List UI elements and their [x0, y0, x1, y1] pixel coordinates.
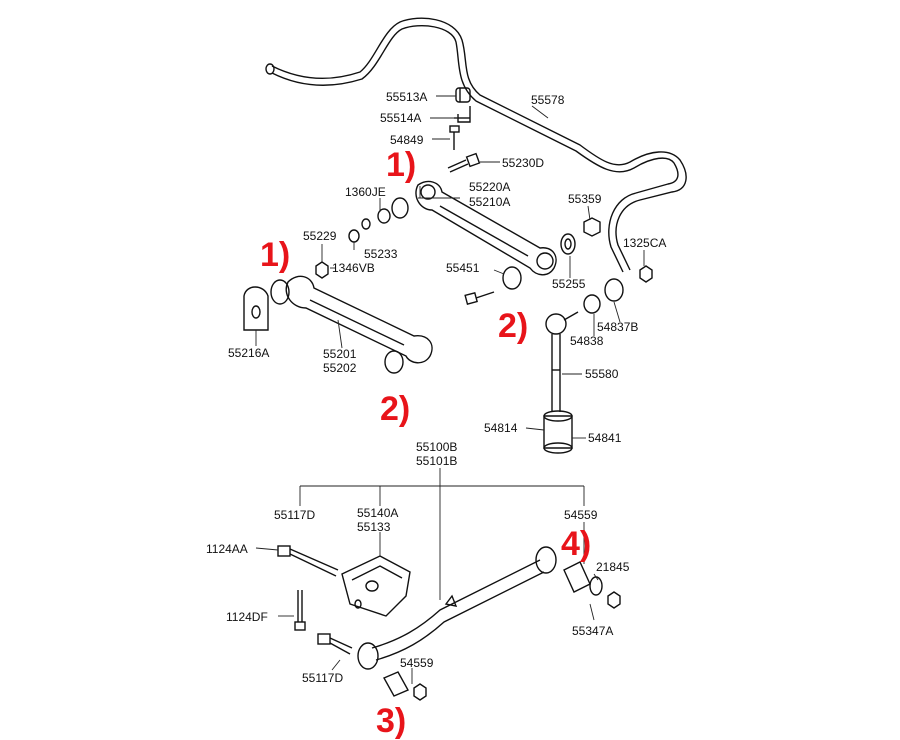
bolt-1124df [294, 590, 306, 631]
stabilizer-bar [265, 17, 687, 273]
bolt-54849 [449, 125, 460, 150]
label-55201: 55201 [323, 347, 357, 361]
bushing-1360je [361, 197, 409, 230]
bushing-55202 [384, 350, 404, 374]
nut-55229 [315, 261, 329, 279]
bushing-55451 [464, 266, 522, 305]
trailing-arm-55100b [357, 546, 557, 670]
label-55220a: 55220A [469, 180, 510, 194]
bushing-54837b [604, 278, 624, 302]
nut-55359 [583, 217, 601, 237]
label-55578: 55578 [531, 93, 565, 107]
label-55451: 55451 [446, 261, 480, 275]
callout-4: 4) [561, 525, 591, 563]
bushing-54841 [543, 400, 573, 454]
part-labels: 55513A 55578 55514A 54849 55230D 1360JE … [206, 90, 666, 685]
bushing-54838 [583, 294, 601, 314]
label-55140a: 55140A [357, 506, 398, 520]
label-1124df: 1124DF [226, 610, 268, 624]
bushing-55513a [455, 87, 471, 103]
label-54559-top: 54559 [564, 508, 598, 522]
label-1360je: 1360JE [345, 185, 386, 199]
label-55255: 55255 [552, 277, 586, 291]
label-55117d-bottom: 55117D [302, 671, 343, 685]
label-55233: 55233 [364, 247, 398, 261]
bolt-55230d [447, 152, 481, 173]
label-21845: 21845 [596, 560, 630, 574]
label-55202: 55202 [323, 361, 357, 375]
label-55100b: 55100B [416, 440, 457, 454]
bracket-55514a [454, 106, 471, 123]
label-54841: 54841 [588, 431, 622, 445]
bolt-55117d [317, 633, 353, 655]
callout-1-lower-arm: 1) [260, 236, 290, 274]
label-55229: 55229 [303, 229, 337, 243]
callout-3: 3) [376, 702, 406, 740]
callout-2-right: 2) [498, 307, 528, 345]
label-1124aa: 1124AA [206, 542, 248, 556]
lower-arm-55201 [270, 275, 433, 364]
label-55580: 55580 [585, 367, 619, 381]
label-55513a: 55513A [386, 90, 427, 104]
washer-55233 [348, 229, 360, 243]
label-54838: 54838 [570, 334, 604, 348]
label-55210a: 55210A [469, 195, 510, 209]
label-1346vb: 1346VB [332, 261, 375, 275]
label-55133: 55133 [357, 520, 391, 534]
label-54814: 54814 [484, 421, 518, 435]
bushing-54559-lower [383, 671, 427, 701]
label-55514a: 55514A [380, 111, 421, 125]
bracket-55140a [341, 555, 411, 617]
bracket-55216a [243, 286, 269, 331]
label-55359: 55359 [568, 192, 602, 206]
callouts: 1) 1) 2) 2) 4) 3) [260, 146, 591, 740]
label-54559-bottom: 54559 [400, 656, 434, 670]
label-55347a: 55347A [572, 624, 613, 638]
callout-2-left: 2) [380, 390, 410, 428]
label-55101b: 55101B [416, 454, 457, 468]
label-54837b: 54837B [597, 320, 638, 334]
stabilizer-link-55580 [545, 311, 579, 400]
upper-arm-55220a [415, 180, 557, 276]
label-55230d: 55230D [502, 156, 544, 170]
label-55216a: 55216A [228, 346, 269, 360]
callout-1-upper-arm: 1) [386, 146, 416, 184]
bolt-1124aa [277, 545, 339, 577]
label-55117d-top: 55117D [274, 508, 315, 522]
leader-lines [255, 95, 645, 684]
washer-55255 [560, 233, 576, 255]
label-54849: 54849 [390, 133, 424, 147]
nut-1325ca [639, 265, 653, 283]
label-1325ca: 1325CA [623, 236, 666, 250]
